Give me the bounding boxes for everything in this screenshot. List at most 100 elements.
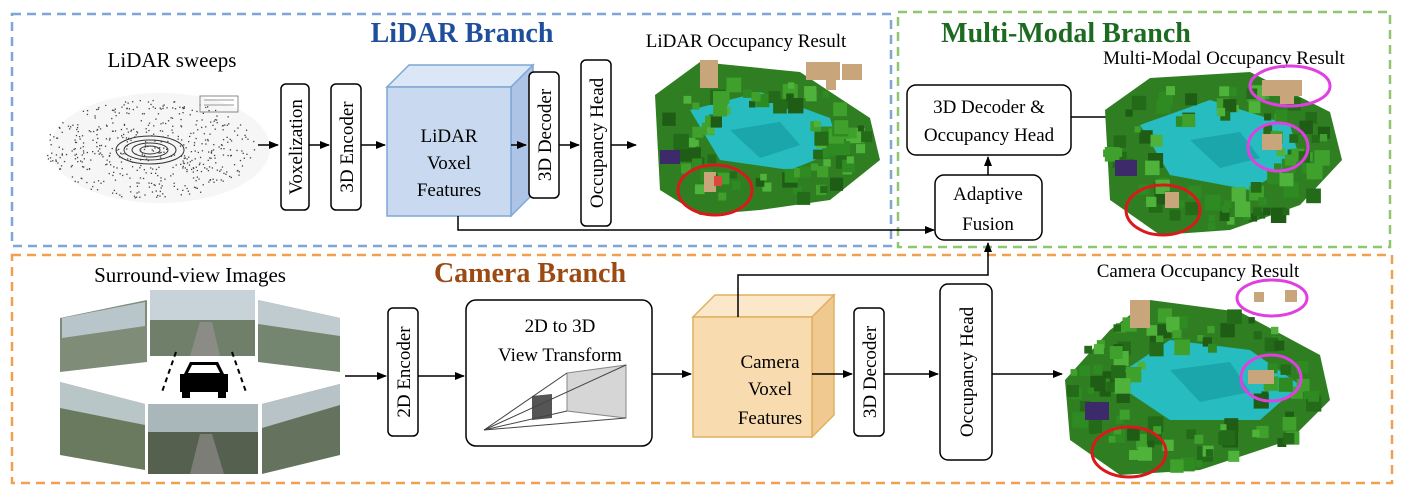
- svg-text:3D Decoder &: 3D Decoder &: [933, 97, 1045, 118]
- point-cloud-dot: [99, 145, 101, 147]
- point-cloud-dot: [81, 161, 83, 163]
- svg-text:2D Encoder: 2D Encoder: [394, 326, 415, 418]
- svg-text:Voxel: Voxel: [427, 153, 471, 174]
- point-cloud-dot: [173, 185, 175, 187]
- point-cloud-dot: [180, 163, 182, 165]
- point-cloud-dot: [198, 164, 201, 166]
- point-cloud-dot: [105, 138, 108, 140]
- point-cloud-dot: [195, 124, 197, 126]
- point-cloud-dot: [60, 165, 63, 167]
- voxel-block: [1280, 364, 1291, 375]
- voxel-block: [1125, 109, 1133, 117]
- voxel-block: [1114, 378, 1131, 394]
- point-cloud-dot: [196, 187, 198, 189]
- point-cloud-dot: [229, 175, 231, 178]
- mm-red-highlight: [1124, 183, 1202, 237]
- camera-branch-frame: [10, 253, 1394, 485]
- point-cloud-dot: [80, 160, 82, 162]
- point-cloud-dot: [70, 166, 72, 168]
- camera-occupancy-head-block: Occupancy Head: [939, 283, 993, 461]
- voxel-block: [1220, 110, 1231, 121]
- point-cloud-dot: [47, 154, 49, 157]
- point-cloud-dot: [123, 124, 126, 126]
- point-cloud-dot: [114, 108, 116, 110]
- point-cloud-dot: [172, 166, 174, 169]
- point-cloud-dot: [120, 128, 123, 131]
- point-cloud-dot: [222, 124, 224, 127]
- point-cloud-dot: [219, 170, 221, 172]
- point-cloud-dot: [112, 192, 114, 194]
- point-cloud-dot: [118, 112, 120, 114]
- point-cloud-dot: [183, 107, 185, 109]
- voxel-block: [788, 98, 804, 114]
- voxel-block: [1219, 211, 1230, 222]
- point-cloud-dot: [166, 107, 168, 109]
- voxel-block: [813, 149, 823, 160]
- point-cloud-dot: [96, 108, 98, 111]
- point-cloud-dot: [203, 133, 205, 135]
- svg-text:Adaptive: Adaptive: [953, 184, 1023, 205]
- point-cloud-dot: [195, 187, 197, 189]
- point-cloud-dot: [92, 151, 94, 153]
- point-cloud-dot: [215, 109, 217, 112]
- voxel-block: [823, 159, 831, 167]
- point-cloud-dot: [100, 144, 103, 147]
- point-cloud-dot: [205, 106, 207, 109]
- svg-text:Camera: Camera: [740, 352, 800, 373]
- cam-magenta-highlight-mid: [1239, 353, 1303, 403]
- point-cloud-dot: [140, 150, 142, 152]
- point-cloud-dot: [197, 151, 199, 154]
- voxel-block: [1106, 381, 1117, 392]
- voxel-block: [1087, 387, 1095, 394]
- point-cloud-dot: [126, 128, 128, 130]
- voxel-block: [726, 77, 742, 93]
- point-cloud-dot: [226, 171, 228, 173]
- point-cloud-dot: [123, 123, 126, 126]
- voxel-block: [1305, 112, 1317, 124]
- point-cloud-dot: [65, 153, 68, 156]
- voxel-block: [834, 120, 849, 135]
- point-cloud-dot: [97, 180, 100, 182]
- lidar-result-label: LiDAR Occupancy Result: [646, 31, 847, 52]
- point-cloud-dot: [189, 135, 191, 138]
- point-cloud-dot: [210, 157, 212, 159]
- point-cloud-dot: [55, 154, 58, 156]
- point-cloud-dot: [220, 169, 222, 171]
- voxel-block: [1156, 99, 1171, 114]
- voxel-block: [760, 173, 767, 181]
- voxel-block: [694, 184, 705, 195]
- point-cloud-dot: [167, 140, 169, 143]
- point-cloud-dot: [209, 157, 211, 159]
- point-cloud-dot: [110, 164, 112, 166]
- point-cloud-dot: [147, 145, 149, 147]
- voxel-block: [1276, 147, 1286, 157]
- voxel-block: [1147, 440, 1155, 448]
- voxel-block: [1248, 213, 1258, 222]
- voxel-block: [1234, 201, 1251, 217]
- point-cloud-dot: [112, 122, 114, 124]
- point-cloud-dot: [152, 150, 155, 152]
- point-cloud-dot: [164, 196, 166, 198]
- point-cloud-dot: [238, 171, 240, 173]
- surround-view-images: [60, 290, 340, 474]
- voxel-block: [1197, 335, 1204, 342]
- point-cloud-dot: [132, 108, 134, 111]
- mm-decoder-head-block: 3D Decoder & Occupancy Head: [906, 84, 1072, 156]
- point-cloud-dot: [97, 150, 99, 152]
- point-cloud-dot: [200, 170, 203, 173]
- point-cloud-dot: [234, 130, 236, 132]
- point-cloud-dot: [62, 148, 64, 150]
- point-cloud-dot: [154, 140, 156, 142]
- point-cloud-dot: [98, 106, 100, 109]
- point-cloud-dot: [121, 106, 123, 108]
- point-cloud-dot: [197, 129, 199, 131]
- point-cloud-dot: [196, 110, 198, 113]
- point-cloud-dot: [77, 131, 79, 133]
- point-cloud-dot: [189, 114, 191, 116]
- point-cloud-dot: [133, 128, 135, 130]
- voxel-block: [1319, 134, 1328, 142]
- voxel-block: [1306, 163, 1323, 180]
- point-cloud-dot: [52, 160, 54, 162]
- point-cloud-dot: [211, 150, 213, 152]
- mm-magenta-highlight-top: [1248, 64, 1332, 108]
